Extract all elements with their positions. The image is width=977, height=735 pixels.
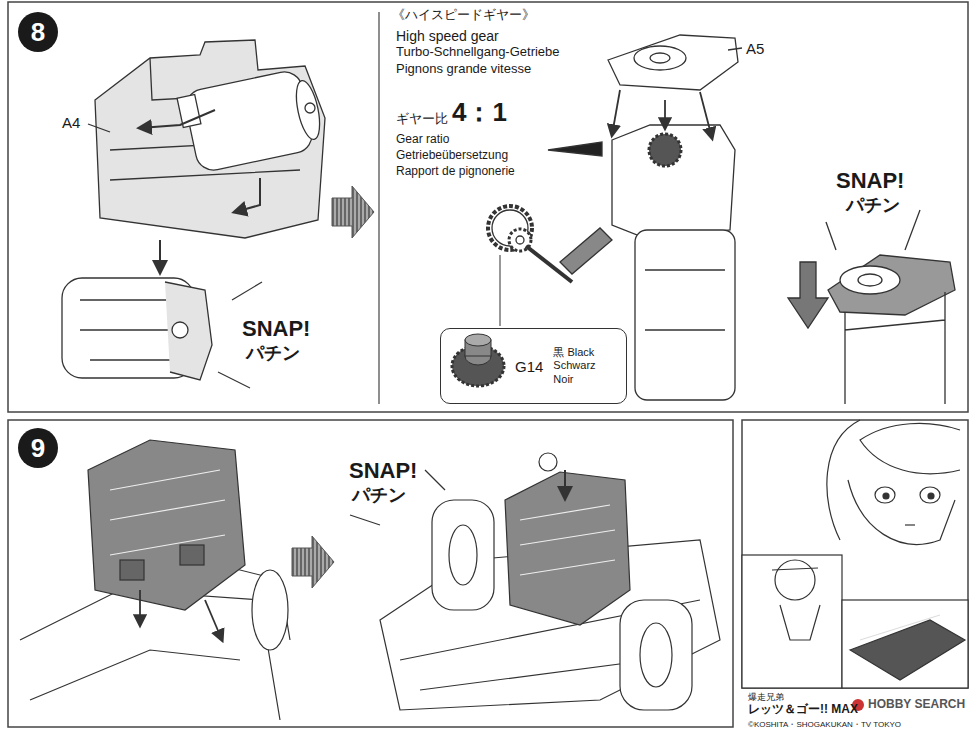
step-arrow — [292, 536, 334, 588]
leader-line — [88, 124, 110, 132]
snap-text: SNAP! — [836, 168, 904, 193]
comic-frame — [742, 420, 968, 688]
heading-text: High speed gear — [396, 28, 499, 44]
comic-drawing — [742, 420, 968, 688]
part-box: G14 黒 Black Schwarz Noir — [440, 328, 627, 404]
node-text: 9 — [31, 433, 45, 464]
snap-text: パチン — [352, 485, 406, 506]
node-text: G14 — [515, 358, 543, 375]
node-subtext: 黒 Black Schwarz Noir — [553, 346, 615, 386]
step-number: 8 — [18, 12, 58, 52]
node-text: 8 — [31, 17, 45, 48]
heading-text: 《ハイスピードギヤー》 — [392, 8, 535, 23]
ratio-label: ギヤー比 — [396, 112, 448, 127]
motor-snapped-drawing — [62, 240, 212, 380]
snap-text: パチン — [246, 343, 300, 364]
motor-mount-drawing — [88, 40, 325, 238]
step-arrow — [332, 186, 374, 238]
ratio-label: Gear ratio — [396, 133, 449, 147]
watermark: HOBBY SEARCH — [868, 698, 965, 712]
snap-text: SNAP! — [349, 458, 417, 483]
ratio-label: Getriebeübersetzung — [396, 149, 508, 163]
part-name: A5 — [746, 40, 764, 57]
heading-text: Turbo-Schnellgang-Getriebe — [396, 45, 560, 60]
copyright: ©KOSHITA・SHOGAKUKAN・TV TOKYO — [748, 720, 901, 729]
step-number: 9 — [18, 428, 58, 468]
panel-frame — [8, 2, 968, 412]
snap-text: パチン — [846, 195, 900, 216]
snap-text: SNAP! — [242, 316, 310, 341]
heading-text: Pignons grande vitesse — [396, 62, 531, 77]
divider — [378, 12, 379, 404]
comic-title: レッツ＆ゴー!! MAX — [748, 703, 858, 717]
ratio-label: Rapport de pignonerie — [396, 165, 515, 179]
chassis-drawing — [20, 440, 290, 720]
panel-frame — [8, 420, 733, 727]
snap-detail-drawing — [788, 210, 955, 404]
chassis-assembled-drawing — [350, 453, 720, 710]
part-name: A4 — [62, 114, 80, 131]
ratio-value: 4：1 — [452, 98, 507, 128]
gearbox-drawing — [608, 35, 742, 400]
gear-icon — [452, 334, 504, 386]
comic-title: 爆走兄弟 — [748, 692, 784, 702]
